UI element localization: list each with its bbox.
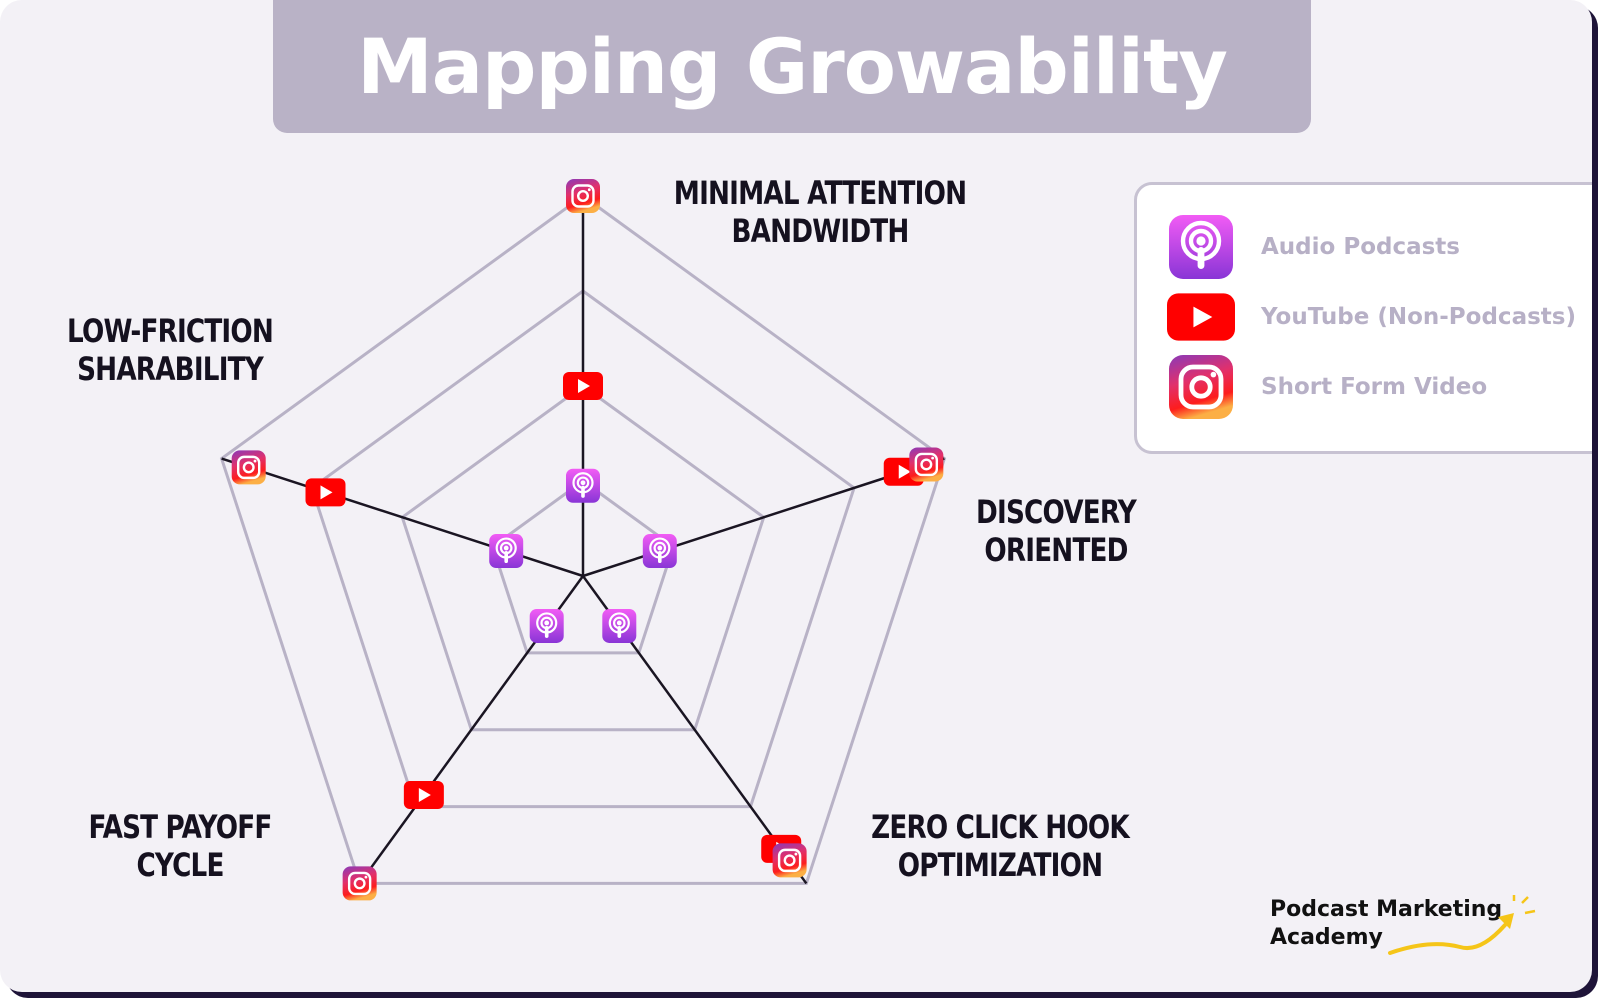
axis-label-discovery: DISCOVERY ORIENTED <box>976 493 1137 569</box>
youtube-icon <box>563 372 603 400</box>
page-title: Mapping Growability <box>357 22 1228 111</box>
podcast-icon <box>602 608 637 643</box>
legend: Audio Podcasts YouTube (Non-Podcasts) <box>1134 182 1592 454</box>
youtube-icon <box>1167 285 1235 349</box>
brand-name-line1: Podcast Marketing <box>1270 897 1503 922</box>
youtube-icon <box>403 781 444 810</box>
brand-logo: Podcast Marketing Academy <box>1270 895 1550 965</box>
axis-spoke <box>221 457 584 578</box>
podcast-icon <box>1167 215 1235 279</box>
legend-label: Short Form Video <box>1261 374 1488 400</box>
legend-item-audio-podcasts: Audio Podcasts <box>1167 215 1460 279</box>
grid-ring <box>219 194 947 885</box>
instagram-icon <box>566 179 600 213</box>
podcast-icon <box>489 534 524 569</box>
growth-arrow-icon <box>1388 895 1536 955</box>
grid-ring <box>400 384 766 732</box>
axis-label-payoff: FAST PAYOFF CYCLE <box>88 808 273 884</box>
brand-name-line2: Academy <box>1270 925 1383 950</box>
instagram-icon <box>1167 355 1235 419</box>
axis-label-sharability: LOW-FRICTION SHARABILITY <box>67 312 274 388</box>
axis-label-hook: ZERO CLICK HOOK OPTIMIZATION <box>871 808 1129 884</box>
title-banner: Mapping Growability <box>273 0 1311 133</box>
youtube-icon <box>305 478 346 507</box>
grid-ring <box>310 289 856 809</box>
axis-label-attention: MINIMAL ATTENTION BANDWIDTH <box>673 174 967 250</box>
podcast-icon <box>529 608 564 643</box>
legend-item-youtube: YouTube (Non-Podcasts) <box>1167 285 1576 349</box>
legend-label: Audio Podcasts <box>1261 234 1460 260</box>
legend-label: YouTube (Non-Podcasts) <box>1261 304 1576 330</box>
podcast-icon <box>642 534 677 569</box>
instagram-icon <box>231 450 266 485</box>
instagram-icon <box>909 447 944 482</box>
podcast-icon <box>566 468 600 503</box>
instagram-icon <box>342 866 377 901</box>
instagram-icon <box>772 843 807 878</box>
legend-item-short-form-video: Short Form Video <box>1167 355 1487 419</box>
